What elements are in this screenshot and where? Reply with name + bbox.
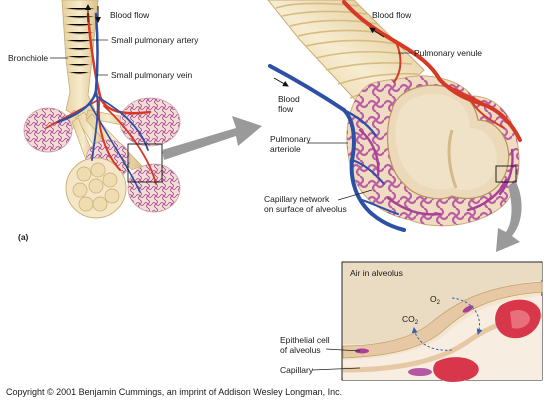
label-blood-flow-a: Blood flow <box>110 10 150 20</box>
co2-diffusion-arrow <box>411 327 453 351</box>
bronchiole-rings <box>63 7 98 75</box>
label-co2: CO2 <box>402 314 419 326</box>
label-small-pulmonary-artery: Small pulmonary artery <box>111 35 199 45</box>
label-bronchiole: Bronchiole <box>8 53 48 63</box>
panel-a <box>23 0 181 219</box>
alveolar-sacs <box>23 97 181 219</box>
panel-b <box>267 0 522 232</box>
panel-label-a: (a) <box>18 232 29 242</box>
label-pulmonary-venule: Pulmonary venule <box>414 48 482 58</box>
label-blood-flow-b-left-1: Blood <box>278 94 300 104</box>
vessels-panel-b <box>268 0 522 232</box>
cut-alveolar-sac <box>65 157 127 219</box>
copyright-notice: Copyright © 2001 Benjamin Cummings, an i… <box>6 387 343 397</box>
label-small-pulmonary-vein: Small pulmonary vein <box>111 70 193 80</box>
magnify-box-b <box>495 165 517 183</box>
vessels-panel-a <box>45 12 157 193</box>
label-o2: O2 <box>430 294 441 306</box>
blood-flow-arrow-venule <box>369 27 385 38</box>
label-epithelial-cell-2: of alveolus <box>280 345 321 355</box>
label-blood-flow-b-left-2: flow <box>278 104 294 114</box>
label-capillary-network-2: on surface of alveolus <box>264 204 347 214</box>
label-capillary: Capillary <box>280 365 314 375</box>
callout-arrow-1 <box>162 116 262 160</box>
label-air-in-alveolus: Air in alveolus <box>350 268 403 278</box>
o2-diffusion-arrow <box>451 297 483 335</box>
epithelial-nucleus <box>355 348 369 354</box>
label-pulmonary-arteriole-1: Pulmonary <box>270 134 311 144</box>
label-blood-flow-b-top: Blood flow <box>372 10 412 20</box>
label-capillary-network-1: Capillary network <box>264 194 330 204</box>
capillary-lumen <box>343 296 542 380</box>
callout-arrow-2 <box>496 182 522 252</box>
label-pulmonary-arteriole-2: arteriole <box>270 144 301 154</box>
red-blood-cell-2 <box>433 357 479 382</box>
blood-flow-arrow-arteriole <box>273 77 289 87</box>
magnify-box-a <box>127 143 163 183</box>
label-epithelial-cell-1: Epithelial cell <box>280 335 330 345</box>
panel-c <box>341 261 543 382</box>
